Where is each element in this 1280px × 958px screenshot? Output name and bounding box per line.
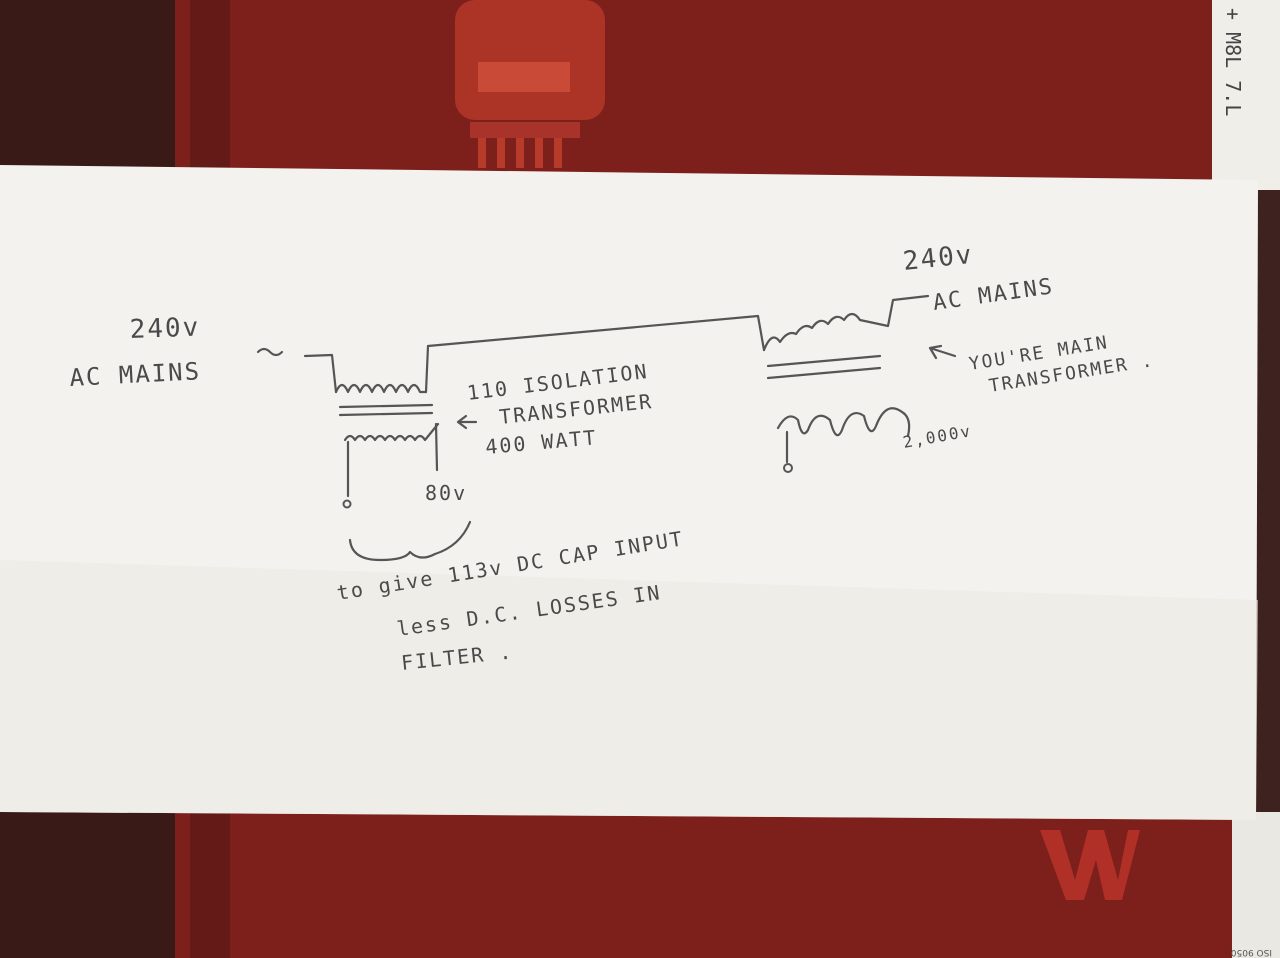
- right-secondary-coil: [776, 407, 911, 438]
- left-input-voltage: 240v: [129, 313, 201, 345]
- side-page: + M8L 7.L: [1212, 0, 1280, 190]
- right-core-line-2: [766, 366, 882, 380]
- left-arrow: [456, 414, 478, 430]
- tube-graphic: [455, 0, 605, 168]
- right-arrow: [928, 344, 957, 360]
- left-primary-coil: [334, 383, 428, 394]
- right-input-voltage: 240v: [902, 240, 975, 277]
- bottom-page-text: ISO 9050: [1231, 947, 1272, 957]
- connecting-wire: [424, 314, 766, 394]
- right-primary-coil: [762, 294, 930, 352]
- left-secondary-leg-right: [434, 422, 439, 472]
- wt-logo: [1040, 830, 1140, 900]
- left-brace: [348, 520, 472, 562]
- left-secondary-voltage: 80v: [425, 481, 467, 505]
- paper-shade: [0, 560, 1258, 820]
- bottom-page: [1232, 812, 1280, 958]
- left-secondary-terminal: [342, 499, 352, 509]
- left-core-line-2: [338, 411, 434, 417]
- left-core-line-1: [338, 403, 434, 409]
- left-input-lead: [303, 353, 338, 394]
- side-page-text: + M8L 7.L: [1221, 8, 1245, 116]
- left-input-label: AC MAINS: [69, 357, 202, 392]
- mains-tilde: [256, 347, 284, 357]
- circuit-drawing: [256, 294, 957, 562]
- right-core-line-1: [766, 354, 882, 368]
- right-secondary-terminal: [783, 463, 793, 473]
- left-secondary-coil: [343, 422, 440, 442]
